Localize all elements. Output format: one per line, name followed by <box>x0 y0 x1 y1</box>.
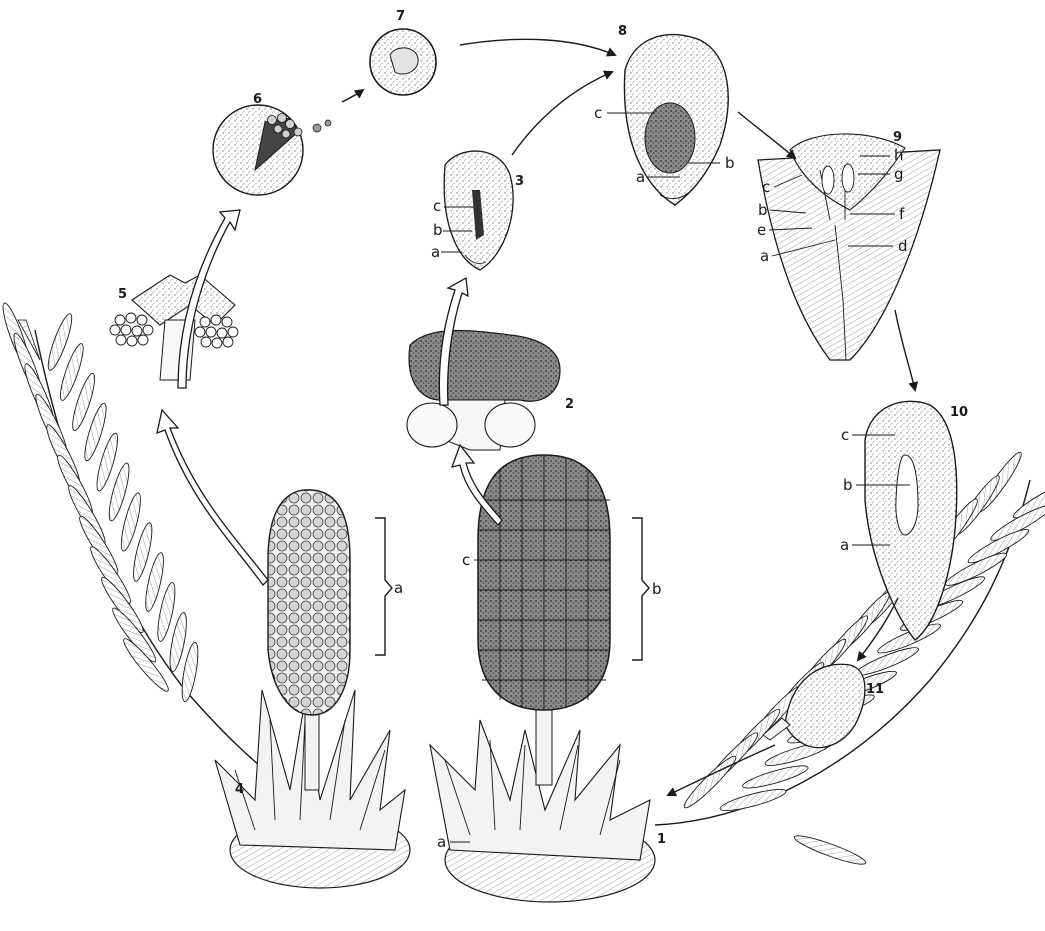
stage-6-microsporangium <box>213 105 331 195</box>
female-cone-label-c: c <box>462 551 470 569</box>
leaflet <box>53 452 97 517</box>
s3-label-b: b <box>433 221 443 239</box>
leaflet <box>741 762 810 792</box>
stage-number-9: 9 <box>893 130 902 145</box>
s9-label-e: e <box>757 221 766 239</box>
stage-number-7: 7 <box>396 9 405 24</box>
right-frond <box>655 449 1045 869</box>
stage-2-megasporophyll <box>407 331 560 450</box>
s3-label-c: c <box>433 197 441 215</box>
s9-label-a: a <box>760 247 769 265</box>
s9-label-d: d <box>898 237 908 255</box>
stage-7-pollen-grain <box>370 29 436 95</box>
stage-number-4: 4 <box>235 782 244 797</box>
stage-number-1: 1 <box>657 832 666 847</box>
leaflet <box>792 831 868 868</box>
s9-label-h: h <box>894 146 904 164</box>
female-cone-label-b: b <box>652 580 662 598</box>
s10-label-c: c <box>841 426 849 444</box>
plant-1-female <box>430 455 655 902</box>
stage-number-2: 2 <box>565 397 574 412</box>
stage-number-5: 5 <box>118 287 127 302</box>
s9-label-f: f <box>899 205 905 223</box>
stage-number-10: 10 <box>950 405 968 420</box>
s8-label-a: a <box>636 168 645 186</box>
stage-number-3: 3 <box>515 174 524 189</box>
plant1-label-a: a <box>437 833 446 851</box>
s9-label-b: b <box>758 201 768 219</box>
left-frond <box>0 301 290 790</box>
stage-number-11: 11 <box>866 682 884 697</box>
stage-9-archegonia-section <box>758 134 940 360</box>
s9-label-c: c <box>762 178 770 196</box>
s8-label-c: c <box>594 104 602 122</box>
stage-5-microsporophyll <box>110 275 238 380</box>
stage-number-6: 6 <box>253 92 262 107</box>
s3-label-a: a <box>431 243 440 261</box>
leaflet <box>719 785 788 814</box>
male-cone-label-a: a <box>394 579 403 597</box>
s10-label-b: b <box>843 476 853 494</box>
s10-label-a: a <box>840 536 849 554</box>
s8-label-b: b <box>725 154 735 172</box>
s9-label-g: g <box>894 165 904 183</box>
stage-number-8: 8 <box>618 24 627 39</box>
